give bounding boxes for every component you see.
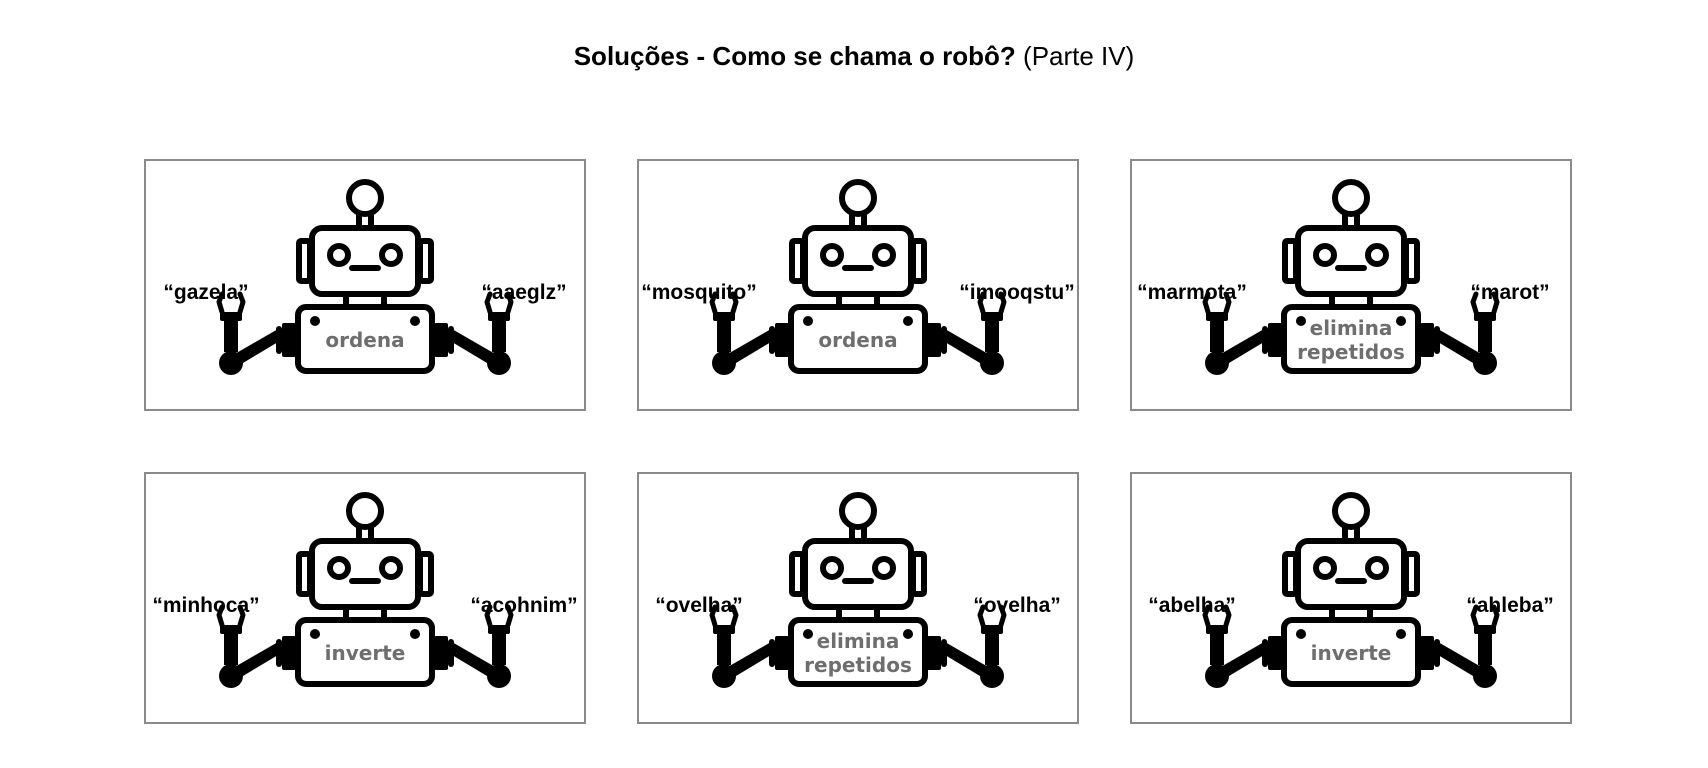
robot-card-3: “marmota” “marot” elimina repetidos <box>1130 159 1572 411</box>
robot-icon <box>709 492 1007 688</box>
robot-card-1: “gazela” “aaeglz” ordena <box>144 159 586 411</box>
robot-action-label: ordena <box>325 328 405 352</box>
input-word: “marmota” <box>1137 281 1247 304</box>
robot-icon <box>216 179 514 375</box>
input-word: “abelha” <box>1148 594 1236 617</box>
robot-action-label: elimina repetidos <box>804 629 912 677</box>
output-word: “marot” <box>1470 281 1550 304</box>
robot-action-label: elimina repetidos <box>1297 316 1405 364</box>
input-word: “ovelha” <box>655 594 743 617</box>
robot-icon <box>216 492 514 688</box>
input-word: “mosquito” <box>641 281 757 304</box>
robot-card-4: “minhoca” “acohnim” inverte <box>144 472 586 724</box>
robot-card-6: “abelha” “ahleba” inverte <box>1130 472 1572 724</box>
output-word: “imooqstu” <box>959 281 1075 304</box>
title-main: Soluções - Como se chama o robô? <box>573 41 1016 71</box>
output-word: “acohnim” <box>470 594 578 617</box>
robot-action-label: ordena <box>818 328 898 352</box>
input-word: “minhoca” <box>152 594 260 617</box>
robot-card-2: “mosquito” “imooqstu” ordena <box>637 159 1079 411</box>
robot-icon <box>1202 492 1500 688</box>
robot-icon <box>1202 179 1500 375</box>
output-word: “ahleba” <box>1466 594 1554 617</box>
robot-action-label: inverte <box>324 641 406 665</box>
title-part: (Parte IV) <box>1023 41 1135 71</box>
page-title: Soluções - Como se chama o robô? (Parte … <box>0 36 1708 76</box>
output-word: “aaeglz” <box>481 281 567 304</box>
output-word: “ovelha” <box>973 594 1061 617</box>
robot-icon <box>709 179 1007 375</box>
robot-action-label: inverte <box>1310 641 1392 665</box>
input-word: “gazela” <box>163 281 249 304</box>
robot-card-5: “ovelha” “ovelha” elimina repetidos <box>637 472 1079 724</box>
